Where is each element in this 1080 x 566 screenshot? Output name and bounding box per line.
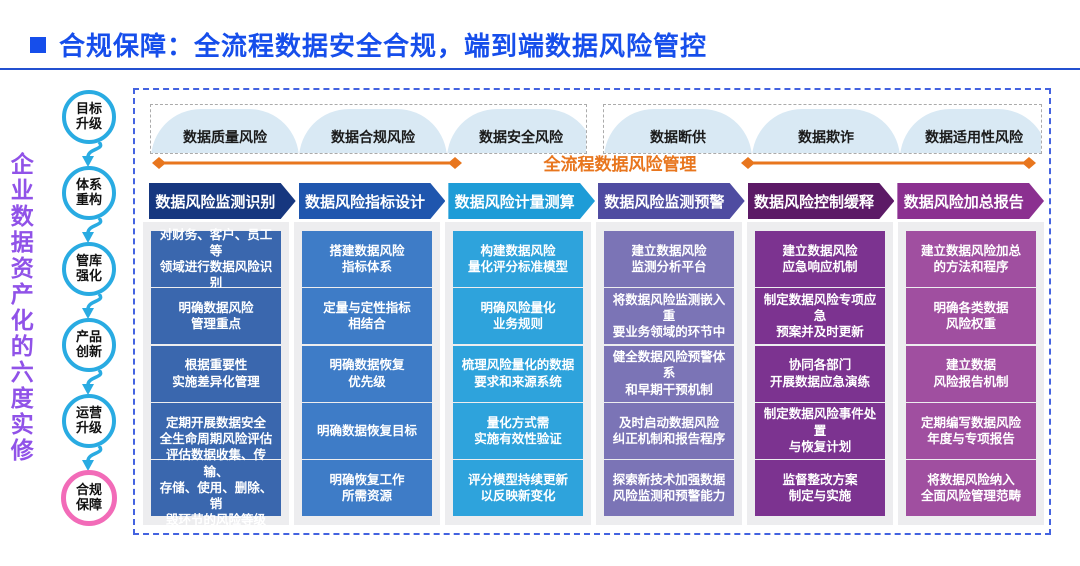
main-dashed-frame: 数据质量风险 数据合规风险 数据安全风险 数据断供 数据欺诈 数据适用性风险 全… — [133, 88, 1051, 535]
process-banner-row: 全流程数据风险管理 — [135, 150, 1049, 176]
step-line: 重构 — [75, 192, 102, 207]
column-item: 建立数据风险 监测分析平台 — [604, 231, 734, 287]
column-item: 评分模型持续更新 以反映新变化 — [453, 460, 583, 516]
column-item: 构建数据风险 量化评分标准模型 — [453, 231, 583, 287]
column-indicator-design: 搭建数据风险 指标体系 定量与定性指标 相结合 明确数据恢复 优先级 明确数据恢… — [294, 222, 440, 525]
column-header-indicator-design: 数据风险指标设计 — [299, 183, 446, 219]
risk-cloud-group-right: 数据断供 数据欺诈 数据适用性风险 — [603, 104, 1042, 154]
double-arrow-right-icon — [741, 157, 1036, 169]
column-item: 评估数据收集、传输、 存储、使用、删除、销 毁环节的风险等级 — [151, 448, 281, 527]
step-circle-system-rebuild: 体系 重构 — [62, 166, 116, 220]
step-line: 升级 — [75, 420, 102, 435]
column-item: 制定数据风险事件处置 与恢复计划 — [755, 402, 885, 459]
column-item: 将数据风险纳入 全面风险管理范畴 — [906, 460, 1036, 516]
page-title-row: 合规保障：全流程数据安全合规，端到端数据风险管控 — [30, 26, 707, 63]
risk-cloud: 数据合规风险 — [299, 109, 447, 153]
column-item: 量化方式需 实施有效性验证 — [453, 402, 583, 459]
column-item: 及时启动数据风险 纠正机制和报告程序 — [604, 402, 734, 459]
column-control-mitigation: 建立数据风险 应急响应机制 制定数据风险专项应急 预案并及时更新 协同各部门 开… — [747, 222, 893, 525]
step-line: 目标 — [75, 101, 102, 117]
step-line: 体系 — [75, 177, 102, 193]
risk-cloud: 数据适用性风险 — [900, 109, 1041, 153]
column-item: 明确恢复工作 所需资源 — [302, 460, 432, 516]
column-item: 监督整改方案 制定与实施 — [755, 460, 885, 516]
step-circle-warehouse-strengthen: 管库 强化 — [62, 242, 116, 296]
columns-row: 对财务、客户、员工等 领域进行数据风险识别 明确数据风险 管理重点 根据重要性 … — [143, 222, 1044, 527]
double-arrow-left-icon — [152, 157, 462, 169]
column-monitor-warning: 建立数据风险 监测分析平台 将数据风险监测嵌入重 要业务领域的环节中 健全数据风… — [596, 222, 742, 525]
title-divider-line — [0, 68, 1080, 70]
step-circle-product-innovation: 产品 创新 — [62, 318, 116, 372]
column-item: 探索新技术加强数据 风险监测和预警能力 — [604, 460, 734, 516]
step-line: 创新 — [75, 344, 102, 359]
column-item: 将数据风险监测嵌入重 要业务领域的环节中 — [604, 288, 734, 345]
risk-cloud-group-left: 数据质量风险 数据合规风险 数据安全风险 — [150, 104, 587, 154]
step-line: 合规 — [75, 482, 102, 498]
column-header-aggregate-report: 数据风险加总报告 — [897, 183, 1044, 219]
column-item: 定期编写数据风险 年度与专项报告 — [906, 402, 1036, 459]
column-item: 明确数据恢复 优先级 — [302, 345, 432, 402]
risk-cloud: 数据欺诈 — [752, 109, 900, 153]
page-title: 合规保障：全流程数据安全合规，端到端数据风险管控 — [59, 31, 708, 61]
column-item: 建立数据 风险报告机制 — [906, 345, 1036, 402]
column-item: 梳理风险量化的数据 要求和来源系统 — [453, 345, 583, 402]
column-item: 定量与定性指标 相结合 — [302, 288, 432, 345]
risk-cloud: 数据质量风险 — [151, 109, 299, 153]
step-line: 保障 — [75, 497, 102, 512]
column-item: 建立数据风险 应急响应机制 — [755, 231, 885, 287]
column-item: 制定数据风险专项应急 预案并及时更新 — [755, 288, 885, 345]
column-item: 健全数据风险预警体系 和早期干预机制 — [604, 345, 734, 402]
column-item: 建立数据风险加总 的方法和程序 — [906, 231, 1036, 287]
column-header-monitor-warning: 数据风险监测预警 — [598, 183, 745, 219]
step-circle-compliance-guarantee: 合规 保障 — [61, 470, 117, 526]
step-circle-goal-upgrade: 目标 升级 — [62, 90, 116, 144]
step-line: 运营 — [75, 405, 102, 421]
risk-cloud: 数据安全风险 — [447, 109, 586, 153]
process-banner-label: 全流程数据风险管理 — [543, 155, 697, 174]
vertical-caption: 企业数据资产化的六度实修 — [7, 152, 34, 464]
column-header-measurement: 数据风险计量测算 — [448, 183, 595, 219]
column-aggregate-report: 建立数据风险加总 的方法和程序 明确各类数据 风险权重 建立数据 风险报告机制 … — [898, 222, 1044, 525]
step-line: 升级 — [75, 116, 102, 131]
column-item: 协同各部门 开展数据应急演练 — [755, 345, 885, 402]
step-line: 强化 — [75, 268, 102, 283]
risk-cloud: 数据断供 — [604, 109, 752, 153]
step-circle-operations-upgrade: 运营 升级 — [62, 394, 116, 448]
column-item: 明确数据恢复目标 — [302, 402, 432, 459]
down-arrow-icon — [82, 218, 103, 243]
column-item: 定期开展数据安全 全生命周期风险评估 — [151, 402, 281, 459]
column-measurement: 构建数据风险 量化评分标准模型 明确风险量化 业务规则 梳理风险量化的数据 要求… — [445, 222, 591, 525]
column-header-risk-identification: 数据风险监测识别 — [149, 183, 296, 219]
step-line: 管库 — [75, 253, 102, 269]
column-item: 明确风险量化 业务规则 — [453, 288, 583, 345]
column-item: 明确各类数据 风险权重 — [906, 288, 1036, 345]
column-risk-identification: 对财务、客户、员工等 领域进行数据风险识别 明确数据风险 管理重点 根据重要性 … — [143, 222, 289, 527]
down-arrow-icon — [82, 142, 103, 167]
down-arrow-icon — [82, 446, 103, 471]
steps-column: 目标 升级 体系 重构 管库 强化 产品 创新 运营 升级 合规 保障 — [59, 90, 119, 526]
step-line: 产品 — [75, 329, 102, 345]
column-item: 明确数据风险 管理重点 — [151, 288, 281, 345]
down-arrow-icon — [82, 294, 103, 319]
column-header-control-mitigation: 数据风险控制缓释 — [748, 183, 895, 219]
column-item: 对财务、客户、员工等 领域进行数据风险识别 — [151, 228, 281, 290]
column-item: 搭建数据风险 指标体系 — [302, 231, 432, 287]
title-bullet-square — [30, 36, 46, 53]
column-headers-row: 数据风险监测识别 数据风险指标设计 数据风险计量测算 数据风险监测预警 数据风险… — [149, 183, 1044, 219]
column-item: 根据重要性 实施差异化管理 — [151, 345, 281, 402]
down-arrow-icon — [82, 370, 103, 395]
